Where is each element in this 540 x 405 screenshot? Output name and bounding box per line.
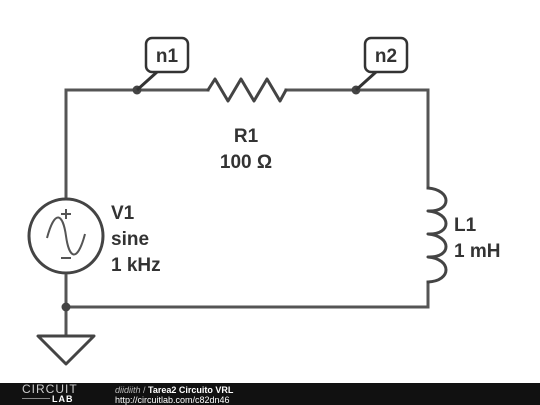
node-label-n1: n1 — [156, 46, 179, 67]
node-flag-n1: n1 — [135, 36, 190, 92]
circuit-title: Tarea2 Circuito VRL — [148, 385, 234, 395]
logo-text-top: CIRCUIT — [22, 382, 78, 396]
source-kind-label: sine — [111, 229, 149, 250]
source-frequency-label: 1 kHz — [111, 255, 161, 276]
resistor-value-label: 100 Ω — [220, 152, 272, 173]
resistor-name-label: R1 — [234, 126, 259, 147]
author-name: diidiith — [115, 385, 141, 395]
logo-text-bottom: LAB — [52, 394, 74, 404]
ground-icon — [36, 334, 96, 366]
node-flag-n2: n2 — [354, 36, 409, 92]
footer-title-line: diidiith / Tarea2 Circuito VRL — [115, 385, 233, 395]
footer-bar: CIRCUIT LAB diidiith / Tarea2 Circuito V… — [0, 383, 540, 405]
junction-dot-ground — [61, 302, 71, 312]
sine-wave-icon — [46, 216, 86, 256]
source-name-label: V1 — [111, 203, 135, 224]
inductor-value-label: 1 mH — [454, 241, 500, 262]
circuit-url-link[interactable]: http://circuitlab.com/c82dn46 — [115, 395, 230, 405]
logo-wire-icon — [22, 398, 50, 399]
node-label-n2: n2 — [375, 46, 397, 67]
sine-source-v1 — [27, 197, 105, 275]
resistor-r1 — [206, 77, 288, 103]
inductor-name-label: L1 — [454, 215, 477, 236]
footer-info: diidiith / Tarea2 Circuito VRL http://ci… — [115, 385, 233, 405]
inductor-l1 — [426, 186, 448, 284]
circuitlab-logo: CIRCUIT LAB — [22, 383, 100, 405]
circuit-diagram: n1 n2 R1 100 Ω V1 sine 1 kHz L1 1 mH — [27, 36, 500, 366]
title-separator: / — [140, 385, 149, 395]
